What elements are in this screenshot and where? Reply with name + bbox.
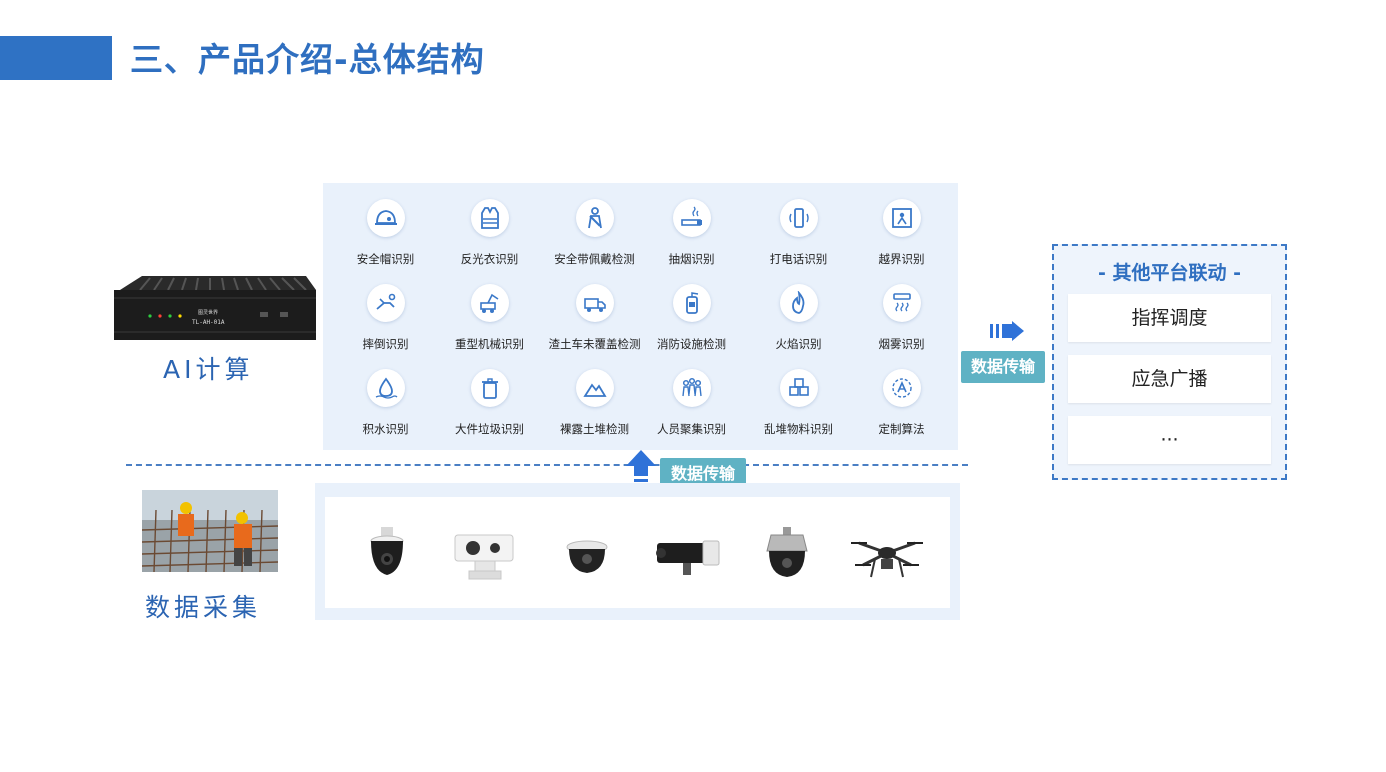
flame-icon [780, 284, 818, 322]
machinery-icon [471, 284, 509, 322]
capability-label: 安全帽识别 [356, 252, 415, 266]
boxes-icon [780, 369, 818, 407]
capability-item: 裸露土堆检测 [542, 361, 647, 441]
capability-item: 重型机械识别 [437, 276, 542, 356]
truck-icon [576, 284, 614, 322]
construction-site-photo [142, 490, 278, 572]
bullet-camera-icon [656, 540, 720, 575]
smoke-icon [883, 284, 921, 322]
drone-icon [851, 541, 923, 578]
title-accent-bar [0, 36, 112, 80]
phone-icon [780, 199, 818, 237]
capability-item: 抽烟识别 [639, 191, 744, 271]
capability-label: 摔倒识别 [362, 337, 409, 351]
dashed-divider [126, 464, 968, 466]
capability-item: 积水识别 [333, 361, 438, 441]
svg-text:图灵世界: 图灵世界 [198, 309, 218, 316]
capability-label: 抽烟识别 [668, 252, 715, 266]
dome-camera-icon [566, 540, 608, 573]
ai-compute-device: 图灵世界 TL-AH-01A [114, 276, 316, 340]
capability-label: 越界识别 [878, 252, 925, 266]
capability-item: 大件垃圾识别 [437, 361, 542, 441]
water-icon [367, 369, 405, 407]
linkage-item-more: ··· [1068, 416, 1271, 464]
cigarette-icon [673, 199, 711, 237]
capability-label: 定制算法 [878, 422, 925, 436]
ai-compute-label: AI计算 [163, 355, 254, 384]
trash-icon [471, 369, 509, 407]
capability-item: 打电话识别 [746, 191, 851, 271]
capability-item: 定制算法 [849, 361, 954, 441]
linkage-title: - 其他平台联动 - [1097, 262, 1241, 284]
capability-label: 重型机械识别 [455, 337, 524, 351]
capability-item: 反光衣识别 [437, 191, 542, 271]
capability-label: 打电话识别 [769, 252, 828, 266]
capability-label: 积水识别 [362, 422, 409, 436]
soil-pile-icon [576, 369, 614, 407]
speed-dome-camera-icon [766, 527, 808, 577]
capability-label: 乱堆物料识别 [764, 422, 833, 436]
data-transfer-tag-right: 数据传输 [961, 351, 1045, 383]
capability-item: 渣土车未覆盖检测 [542, 276, 647, 356]
capability-label: 烟雾识别 [878, 337, 925, 351]
fall-icon [367, 284, 405, 322]
data-collection-label: 数据采集 [145, 593, 262, 622]
capability-item: 乱堆物料识别 [746, 361, 851, 441]
capability-label: 反光衣识别 [460, 252, 519, 266]
svg-text:TL-AH-01A: TL-AH-01A [192, 319, 225, 326]
vest-icon [471, 199, 509, 237]
arrow-right-icon [990, 321, 1024, 341]
camera-devices-row [325, 497, 950, 608]
camera-devices-panel [315, 483, 960, 620]
platform-linkage-panel: - 其他平台联动 - 指挥调度 应急广播 ··· [1052, 244, 1287, 480]
ptz-dome-camera-icon [370, 527, 404, 575]
hardhat-icon [367, 199, 405, 237]
seatbelt-icon [576, 199, 614, 237]
page-title: 三、产品介绍-总体结构 [130, 40, 485, 79]
capability-item: 消防设施检测 [639, 276, 744, 356]
fire-extinguisher-icon [673, 284, 711, 322]
linkage-item-command-dispatch: 指挥调度 [1068, 294, 1271, 342]
capability-item: 安全帽识别 [333, 191, 438, 271]
crowd-icon [673, 369, 711, 407]
capability-label: 大件垃圾识别 [455, 422, 524, 436]
custom-algorithm-icon [883, 369, 921, 407]
capability-label: 消防设施检测 [657, 337, 726, 351]
capability-item: 火焰识别 [746, 276, 851, 356]
capability-item: 越界识别 [849, 191, 954, 271]
capability-label: 人员聚集识别 [657, 422, 726, 436]
boundary-icon [883, 199, 921, 237]
thermal-camera-icon [454, 534, 514, 580]
ai-capabilities-panel: 安全帽识别 反光衣识别 安全带佩戴检测 抽烟识别 打电话识别 越界识别摔倒识别 重型机械识别… [323, 183, 958, 450]
capability-item: 摔倒识别 [333, 276, 438, 356]
capability-label: 火焰识别 [775, 337, 822, 351]
linkage-item-emergency-broadcast: 应急广播 [1068, 355, 1271, 403]
capability-label: 渣土车未覆盖检测 [548, 337, 641, 351]
capability-item: 安全带佩戴检测 [542, 191, 647, 271]
capability-label: 安全带佩戴检测 [554, 252, 635, 266]
capability-item: 人员聚集识别 [639, 361, 744, 441]
capability-label: 裸露土堆检测 [560, 422, 629, 436]
capability-item: 烟雾识别 [849, 276, 954, 356]
